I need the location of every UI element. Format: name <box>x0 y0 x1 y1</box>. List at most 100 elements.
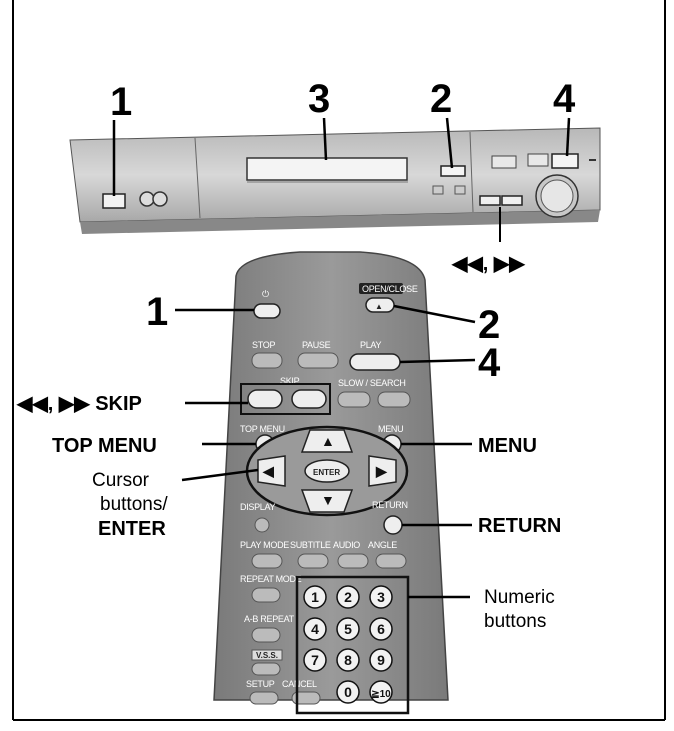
device-jack-icon <box>139 191 155 207</box>
remote-callout-return: RETURN <box>478 515 561 537</box>
device-skip-forward-button[interactable] <box>501 195 523 206</box>
remote-display-button[interactable] <box>254 517 270 533</box>
remote-callout-open-close: 2 <box>478 303 500 347</box>
numeric-key-label: 7 <box>311 652 319 668</box>
numeric-key-6[interactable] <box>369 617 393 641</box>
numeric-key-label: 8 <box>344 652 352 668</box>
remote-play-mode-button[interactable] <box>251 553 283 569</box>
device-callout-skip: ◀◀, ▶▶ <box>451 253 526 275</box>
device-power-button[interactable] <box>102 193 126 209</box>
numeric-key-label: 2 <box>344 589 352 605</box>
remote-callout-power: 1 <box>146 290 168 334</box>
remote-control: ⏻ OPEN/CLOSE ▲ STOP PAUSE PLAY SKIP SLOW… <box>213 251 449 705</box>
numeric-key-label: ≧10 <box>371 689 391 700</box>
remote-skip-label: SKIP <box>280 376 300 386</box>
device-callout-open-close: 2 <box>430 77 452 121</box>
remote-play-button[interactable] <box>349 353 401 371</box>
numeric-key-9[interactable] <box>369 648 393 672</box>
remote-skip-forward-button[interactable] <box>291 389 327 409</box>
remote-play-mode-label: PLAY MODE <box>240 540 289 550</box>
remote-repeat-mode-button[interactable] <box>251 587 281 603</box>
remote-callout-numeric-line2: buttons <box>484 611 546 632</box>
device-callout-play: 4 <box>553 77 576 121</box>
remote-ab-repeat-button[interactable] <box>251 627 281 643</box>
remote-cursor-down-button[interactable] <box>300 489 354 513</box>
device-callout-power: 1 <box>110 80 132 124</box>
remote-callout-menu: MENU <box>478 435 537 457</box>
remote-enter-button[interactable] <box>304 459 350 483</box>
remote-pause-button[interactable] <box>297 352 339 369</box>
remote-setup-button[interactable] <box>249 691 279 705</box>
remote-vss-label: V.S.S. <box>256 651 278 660</box>
disc-tray[interactable] <box>246 157 408 181</box>
device-callout-disc-tray: 3 <box>308 77 330 121</box>
remote-open-close-button[interactable] <box>365 297 395 313</box>
numeric-key-1[interactable] <box>303 585 327 609</box>
remote-repeat-mode-label: REPEAT MODE <box>240 574 302 584</box>
remote-vss-button[interactable] <box>251 662 281 676</box>
remote-power-button[interactable] <box>253 303 281 319</box>
remote-callout-numeric-line1: Numeric <box>484 587 555 608</box>
remote-power-icon: ⏻ <box>262 289 269 299</box>
remote-callout-play: 4 <box>478 341 501 385</box>
numeric-key-label: 6 <box>377 621 385 637</box>
remote-cursor-right-button[interactable] <box>368 455 397 487</box>
remote-vss-label-bg <box>251 649 283 661</box>
arrow-right-icon: ▶ <box>375 463 388 479</box>
numeric-keypad-box <box>295 575 410 715</box>
device-jack2-icon <box>152 191 168 207</box>
remote-cancel-button[interactable] <box>291 691 321 705</box>
numeric-keypad: 1 2 3 4 5 6 7 8 9 0 ≧10 <box>303 585 393 704</box>
remote-subtitle-button[interactable] <box>297 553 329 569</box>
remote-angle-button[interactable] <box>375 553 407 569</box>
remote-play-label: PLAY <box>360 340 381 350</box>
remote-ab-repeat-label: A-B REPEAT <box>244 614 295 624</box>
remote-menu-label: MENU <box>378 424 403 434</box>
remote-stop-label: STOP <box>252 340 275 350</box>
numeric-key-label: 0 <box>344 684 352 700</box>
numeric-key-label: 5 <box>344 621 352 637</box>
remote-slow-search-label: SLOW / SEARCH <box>338 378 406 388</box>
eject-icon: ▲ <box>375 302 383 311</box>
numeric-key-8[interactable] <box>336 648 360 672</box>
remote-pause-label: PAUSE <box>302 340 331 350</box>
remote-callout-cursor-line1: Cursor <box>92 470 150 491</box>
remote-cursor-left-button[interactable] <box>257 455 286 487</box>
numeric-key-10[interactable] <box>336 680 360 704</box>
remote-audio-label: AUDIO <box>333 540 360 550</box>
remote-enter-label: ENTER <box>313 468 340 477</box>
dvd-player-unit <box>69 127 601 234</box>
numeric-key-5[interactable] <box>336 617 360 641</box>
numeric-key-3[interactable] <box>369 585 393 609</box>
numeric-key-11[interactable] <box>369 680 393 704</box>
arrow-up-icon: ▲ <box>321 433 335 449</box>
remote-stop-button[interactable] <box>251 352 283 369</box>
remote-return-label: RETURN <box>372 500 408 510</box>
numeric-key-label: 3 <box>377 589 385 605</box>
remote-slow-back-button[interactable] <box>337 391 371 408</box>
remote-return-button[interactable] <box>383 515 403 535</box>
arrow-left-icon: ◀ <box>262 463 274 479</box>
remote-open-close-label-bg <box>359 283 403 294</box>
remote-skip-group-box <box>240 383 331 415</box>
arrow-down-icon: ▼ <box>321 492 335 508</box>
remote-slow-forward-button[interactable] <box>377 391 411 408</box>
remote-setup-label: SETUP <box>246 679 275 689</box>
numeric-key-2[interactable] <box>336 585 360 609</box>
device-skip-back-button[interactable] <box>479 195 501 206</box>
remote-callout-top-menu: TOP MENU <box>52 435 157 457</box>
device-play-button[interactable] <box>551 153 579 169</box>
numeric-key-label: 1 <box>311 589 319 605</box>
remote-skip-back-button[interactable] <box>247 389 283 409</box>
numeric-key-4[interactable] <box>303 617 327 641</box>
remote-open-close-label: OPEN/CLOSE <box>362 284 418 294</box>
remote-cursor-up-button[interactable] <box>300 429 354 453</box>
remote-audio-button[interactable] <box>337 553 369 569</box>
remote-subtitle-label: SUBTITLE <box>290 540 331 550</box>
numeric-key-7[interactable] <box>303 648 327 672</box>
numeric-key-label: 4 <box>311 621 319 637</box>
remote-callout-cursor-line2: buttons/ <box>100 494 168 515</box>
remote-angle-label: ANGLE <box>368 540 397 550</box>
numeric-key-label: 9 <box>377 652 385 668</box>
